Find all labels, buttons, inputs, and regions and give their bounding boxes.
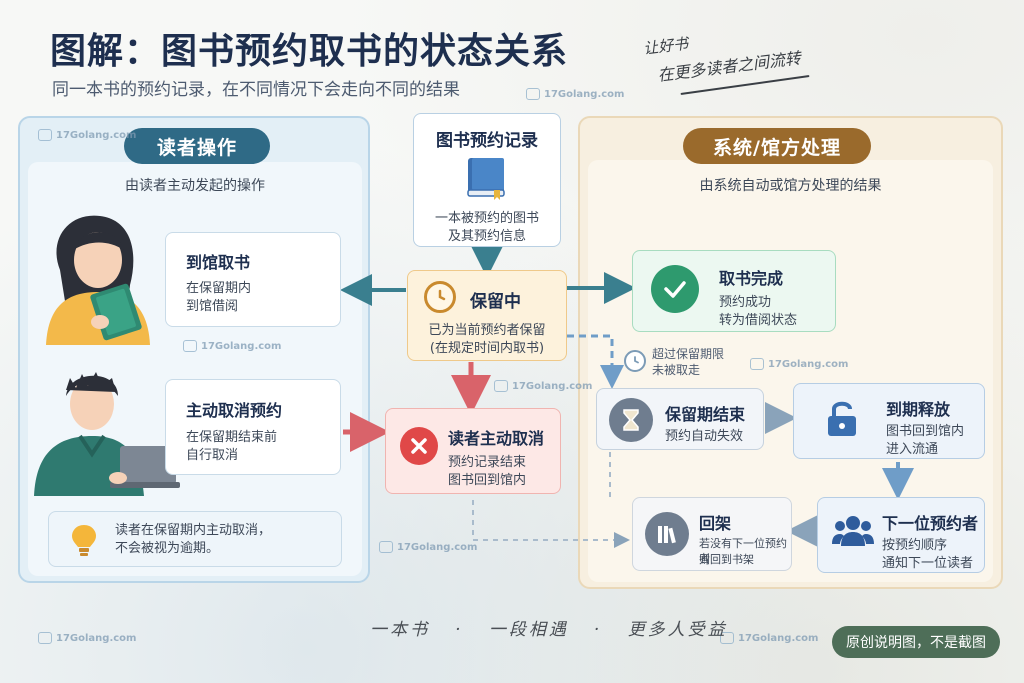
dashed-cancelled-to-shelf (472, 500, 630, 548)
holding-line-2: (在规定时间内取书) (429, 341, 545, 356)
pickup-title: 到馆取书 (186, 253, 251, 272)
holding-line-1: 已为当前预约者保留 (428, 323, 546, 338)
original-diagram-badge: 原创说明图，不是截图 (832, 626, 1000, 658)
footer-item-1: 一本书 (370, 620, 430, 640)
system-actions-pill: 系统/馆方处理 (683, 128, 871, 164)
watermark: 17Golang.com (720, 632, 818, 644)
cancel-reservation-line-1: 在保留期结束前 (186, 430, 278, 445)
watermark: 17Golang.com (494, 380, 592, 392)
holding-card: 保留中 已为当前预约者保留 (在规定时间内取书) (407, 270, 567, 361)
cancelled-title: 读者主动取消 (448, 429, 545, 448)
footer-item-2: 一段相遇 (488, 620, 569, 640)
footer-tagline: 一本书 · 一段相遇 · 更多人受益 (370, 620, 728, 640)
watermark: 17Golang.com (526, 88, 624, 100)
next-reserver-card: 下一位预约者 按预约顺序 通知下一位读者 (817, 497, 985, 573)
next-reserver-line-2: 通知下一位读者 (882, 556, 974, 571)
return-to-shelf-card: 回架 若没有下一位预约者 则回到书架 (632, 497, 792, 571)
watermark: 17Golang.com (750, 358, 848, 370)
watermark: 17Golang.com (38, 632, 136, 644)
timeout-note-line-2: 未被取走 (652, 363, 701, 377)
timeout-note-line-1: 超过保留期限 (652, 347, 725, 361)
reader-woman-illustration (46, 215, 150, 345)
clock-icon (424, 281, 456, 313)
reader-actions-subtitle: 由读者主动发起的操作 (125, 178, 265, 194)
pickup-complete-title: 取书完成 (719, 269, 784, 288)
release-card: 到期释放 图书回到馆内 进入流通 (793, 383, 985, 459)
users-icon (832, 516, 874, 546)
timer-icon (624, 350, 646, 372)
cancel-reservation-card: 主动取消预约 在保留期结束前 自行取消 (165, 379, 341, 475)
record-title: 图书预约记录 (436, 131, 538, 151)
tip-card: 读者在保留期内主动取消， 不会被视为逾期。 (48, 511, 342, 567)
footer-item-3: 更多人受益 (627, 620, 728, 640)
record-line-1: 一本被预约的图书 (434, 211, 539, 226)
pickup-line-1: 在保留期内 (186, 281, 252, 296)
page-subtitle: 同一本书的预约记录，在不同情况下会走向不同的结果 (52, 80, 460, 100)
hold-expired-card: 保留期结束 预约自动失效 (596, 388, 764, 450)
reservation-record-card: 图书预约记录 一本被预约的图书 及其预约信息 (413, 113, 561, 247)
watermark: 17Golang.com (38, 129, 136, 141)
hourglass-icon (609, 398, 653, 442)
tip-line-1: 读者在保留期内主动取消， (115, 523, 272, 538)
return-to-shelf-line-2: 则回到书架 (699, 553, 754, 566)
tip-line-2: 不会被视为逾期。 (115, 541, 220, 556)
reader-man-illustration (34, 372, 180, 496)
return-to-shelf-line-1: 若没有下一位预约者 (699, 537, 787, 565)
pickup-complete-line-1: 预约成功 (719, 295, 772, 310)
release-line-2: 进入流通 (886, 442, 939, 457)
cancelled-card: 读者主动取消 预约记录结束 图书回到馆内 (385, 408, 561, 494)
system-actions-subtitle: 由系统自动或馆方处理的结果 (699, 178, 882, 194)
holding-title: 保留中 (470, 292, 521, 312)
cancelled-line-1: 预约记录结束 (448, 455, 527, 470)
return-to-shelf-title: 回架 (699, 514, 732, 533)
release-line-1: 图书回到馆内 (886, 424, 965, 439)
close-icon (400, 427, 438, 465)
watermark: 17Golang.com (183, 340, 281, 352)
pickup-line-2: 到馆借阅 (186, 299, 239, 314)
cancel-reservation-line-2: 自行取消 (186, 448, 239, 463)
cancelled-line-2: 图书回到馆内 (448, 473, 527, 488)
arrow-hold-to-expired (567, 334, 624, 389)
hold-expired-line-1: 预约自动失效 (665, 429, 744, 444)
check-icon (651, 265, 699, 313)
bookshelf-icon (645, 512, 689, 556)
lightbulb-icon (72, 525, 96, 556)
release-title: 到期释放 (886, 400, 951, 419)
unlock-icon (828, 401, 856, 436)
record-line-2: 及其预约信息 (447, 229, 526, 244)
cancel-reservation-title: 主动取消预约 (186, 401, 283, 420)
reader-actions-pill: 读者操作 (124, 128, 270, 164)
pickup-complete-card: 取书完成 预约成功 转为借阅状态 (632, 250, 836, 332)
pickup-complete-line-2: 转为借阅状态 (719, 313, 798, 328)
book-icon (467, 158, 505, 200)
hold-expired-title: 保留期结束 (665, 405, 746, 424)
page-title: 图解：图书预约取书的状态关系 (50, 31, 569, 72)
pickup-card: 到馆取书 在保留期内 到馆借阅 (165, 232, 341, 327)
next-reserver-title: 下一位预约者 (882, 514, 979, 533)
next-reserver-line-1: 按预约顺序 (882, 538, 948, 553)
watermark: 17Golang.com (379, 541, 477, 553)
